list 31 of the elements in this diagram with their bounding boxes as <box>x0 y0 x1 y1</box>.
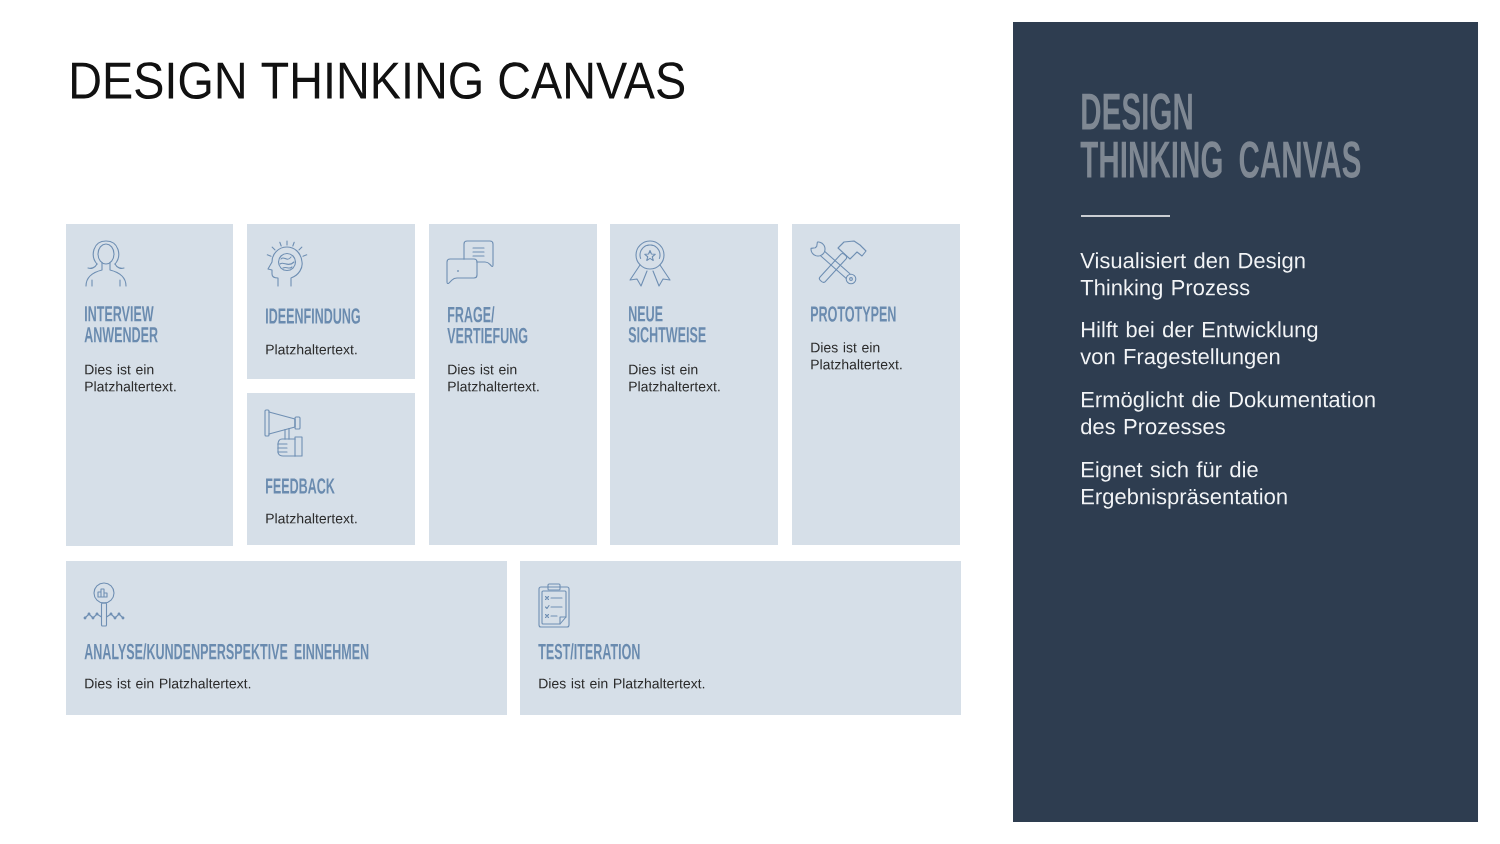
tile-text: Dies ist ein Platzhaltertext. <box>629 364 720 392</box>
canvas-tile <box>610 224 778 545</box>
tile-text: Dies ist ein Platzhaltertext. <box>448 364 539 392</box>
canvas-tile <box>247 224 415 379</box>
tile-text: Dies ist ein Platzhaltertext. <box>85 364 176 392</box>
tile-heading: FEEDBACK <box>266 478 335 494</box>
panel-text: Visualisiert den Design Thinking Prozess <box>1080 252 1305 300</box>
canvas-tile <box>66 561 507 715</box>
slide-title: DESIGN THINKING CANVAS <box>72 62 685 99</box>
canvas-tile <box>247 393 415 545</box>
tile-text: Dies ist ein Platzhaltertext. <box>539 678 705 689</box>
tile-text: Platzhaltertext. <box>266 344 357 355</box>
tile-heading: IDEENFINDUNG <box>266 308 360 324</box>
tile-heading: ANALYSE/KUNDENPERSPEKTIVE EINNEHMEN <box>84 643 369 660</box>
tile-text: Dies ist ein Platzhaltertext. <box>85 678 251 689</box>
canvas-tile <box>429 224 597 545</box>
canvas-tile <box>66 224 233 546</box>
tile-heading: FRAGE/ VERTIEFUNG <box>447 306 528 344</box>
canvas-tile <box>792 224 960 545</box>
canvas-tile <box>520 561 961 715</box>
panel-text: Eignet sich für die Ergebnispräsentation <box>1082 461 1287 509</box>
panel-text: Ermöglicht die Dokumentation des Prozesses <box>1081 391 1375 435</box>
tile-heading: NEUE SICHTWEISE <box>628 306 706 343</box>
tile-heading: TEST/ITERATION <box>538 643 640 660</box>
panel-heading: DESIGN THINKING CANVAS <box>1080 93 1361 178</box>
side-panel <box>1013 22 1478 822</box>
tile-heading: PROTOTYPEN <box>811 306 896 322</box>
tile-text: Dies ist ein Platzhaltertext. <box>811 342 902 370</box>
panel-text: Hilft bei der Entwicklung von Fragestellungen <box>1080 321 1318 369</box>
tile-heading: INTERVIEW ANWENDER <box>84 306 158 343</box>
tile-text: Platzhaltertext. <box>266 513 357 524</box>
